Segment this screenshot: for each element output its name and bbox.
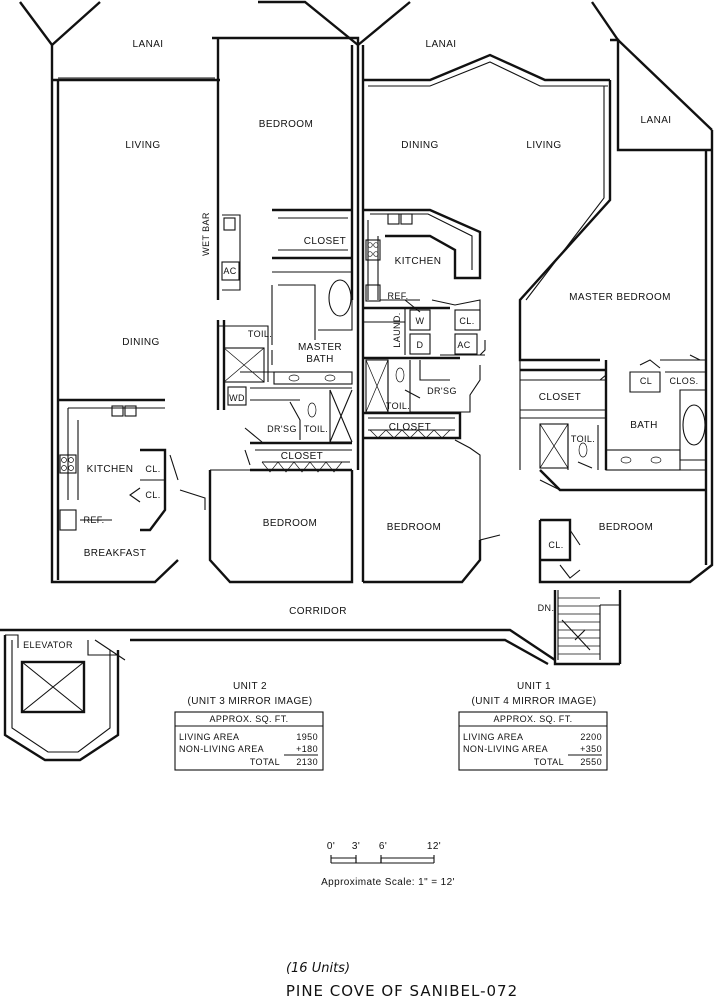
label-toil-left2: TOIL. xyxy=(304,424,328,434)
label-master-bath-2: BATH xyxy=(306,354,334,365)
unit1-row-label: LIVING AREA xyxy=(463,732,523,742)
unit2-title: UNIT 2 xyxy=(233,681,267,692)
label-cl-right2: CL. xyxy=(548,540,563,550)
label-corridor: CORRIDOR xyxy=(289,606,347,617)
scale-tick-label: 0' xyxy=(327,841,335,852)
label-toil-mid: TOIL. xyxy=(386,401,410,411)
unit1-row-value: 2200 xyxy=(580,732,602,742)
label-cl-mid: CL. xyxy=(459,316,474,326)
label-lanai-left: LANAI xyxy=(133,39,164,50)
unit-count: (16 Units) xyxy=(286,961,350,976)
label-bedroom-right: BEDROOM xyxy=(599,522,653,533)
label-clos-right: CLOS. xyxy=(669,376,698,386)
label-kitchen-left: KITCHEN xyxy=(87,464,134,475)
label-ref-mid: REF. xyxy=(387,291,408,301)
unit2-row-value: 1950 xyxy=(296,732,318,742)
label-d: D xyxy=(417,340,424,350)
unit1-row-label: NON-LIVING AREA xyxy=(463,744,548,754)
unit2-row-label: NON-LIVING AREA xyxy=(179,744,264,754)
label-toil-right: TOIL. xyxy=(571,434,595,444)
label-master-bath-1: MASTER xyxy=(298,342,342,353)
label-closet-u2: CLOSET xyxy=(304,236,346,247)
label-ac-mid: AC xyxy=(457,340,470,350)
label-ac-left: AC xyxy=(223,266,236,276)
scale-tick-label: 3' xyxy=(352,841,360,852)
scale-tick-label: 6' xyxy=(379,841,387,852)
unit2-row-label: LIVING AREA xyxy=(179,732,239,742)
label-lanai-right: LANAI xyxy=(641,115,672,126)
unit1-subtitle: (UNIT 4 MIRROR IMAGE) xyxy=(472,696,597,707)
label-living-mid: LIVING xyxy=(526,140,561,151)
plan-footer: (16 Units) PINE COVE OF SANIBEL-072 xyxy=(286,961,518,1000)
label-wet-bar: WET BAR xyxy=(201,212,211,256)
label-cl-left2: CL. xyxy=(145,490,160,500)
unit1-title: UNIT 1 xyxy=(517,681,551,692)
unit2-row-value: +180 xyxy=(296,744,318,754)
label-dn: DN. xyxy=(538,603,555,613)
unit2-area-table: UNIT 2 (UNIT 3 MIRROR IMAGE) APPROX. SQ.… xyxy=(174,681,324,771)
unit1-row-value: 2550 xyxy=(580,757,602,767)
label-lanai-mid: LANAI xyxy=(426,39,457,50)
label-cl-right: CL xyxy=(640,376,652,386)
unit1-row-label: TOTAL xyxy=(534,757,564,767)
label-elevator: ELEVATOR xyxy=(23,640,73,650)
label-dining-mid: DINING xyxy=(401,140,438,151)
scale-tick-label: 12' xyxy=(427,841,441,852)
exterior-walls xyxy=(0,0,714,762)
label-master-bedroom: MASTER BEDROOM xyxy=(569,292,671,303)
label-cl-left1: CL. xyxy=(145,464,160,474)
scale-caption: Approximate Scale: 1" = 12' xyxy=(321,877,455,888)
label-bedroom-mid-left: BEDROOM xyxy=(263,518,317,529)
label-laund: LAUND. xyxy=(392,312,402,347)
scale-bar: 0' 3' 6' 12' Approximate Scale: 1" = 12' xyxy=(321,841,455,888)
label-toil-left: TOIL. xyxy=(248,329,272,339)
label-closet-right: CLOSET xyxy=(539,392,581,403)
label-closet-mid: CLOSET xyxy=(389,422,431,433)
label-kitchen-mid: KITCHEN xyxy=(395,256,442,267)
unit2-row-label: TOTAL xyxy=(250,757,280,767)
label-ref-left: REF. xyxy=(83,515,104,525)
unit1-table-header: APPROX. SQ. FT. xyxy=(493,714,572,724)
unit2-subtitle: (UNIT 3 MIRROR IMAGE) xyxy=(188,696,313,707)
unit1-row-value: +350 xyxy=(580,744,602,754)
unit2-table-header: APPROX. SQ. FT. xyxy=(209,714,288,724)
unit1-area-table: UNIT 1 (UNIT 4 MIRROR IMAGE) APPROX. SQ.… xyxy=(458,681,608,771)
label-w: W xyxy=(416,316,425,326)
label-living-left: LIVING xyxy=(125,140,160,151)
label-wd: WD xyxy=(229,393,245,403)
building-name: PINE COVE OF SANIBEL-072 xyxy=(286,982,518,1000)
label-bedroom-top: BEDROOM xyxy=(259,119,313,130)
label-drsg-left: DR'SG xyxy=(267,424,297,434)
unit2-row-value: 2130 xyxy=(296,757,318,767)
label-dining-left: DINING xyxy=(122,337,159,348)
label-bedroom-mid: BEDROOM xyxy=(387,522,441,533)
room-labels: LANAI LANAI LANAI LIVING BEDROOM DINING … xyxy=(23,39,698,650)
label-bath-right: BATH xyxy=(630,420,658,431)
interior-walls xyxy=(58,208,707,660)
label-breakfast: BREAKFAST xyxy=(84,548,147,559)
label-closet-u2b: CLOSET xyxy=(281,451,323,462)
label-drsg-mid: DR'SG xyxy=(427,386,457,396)
